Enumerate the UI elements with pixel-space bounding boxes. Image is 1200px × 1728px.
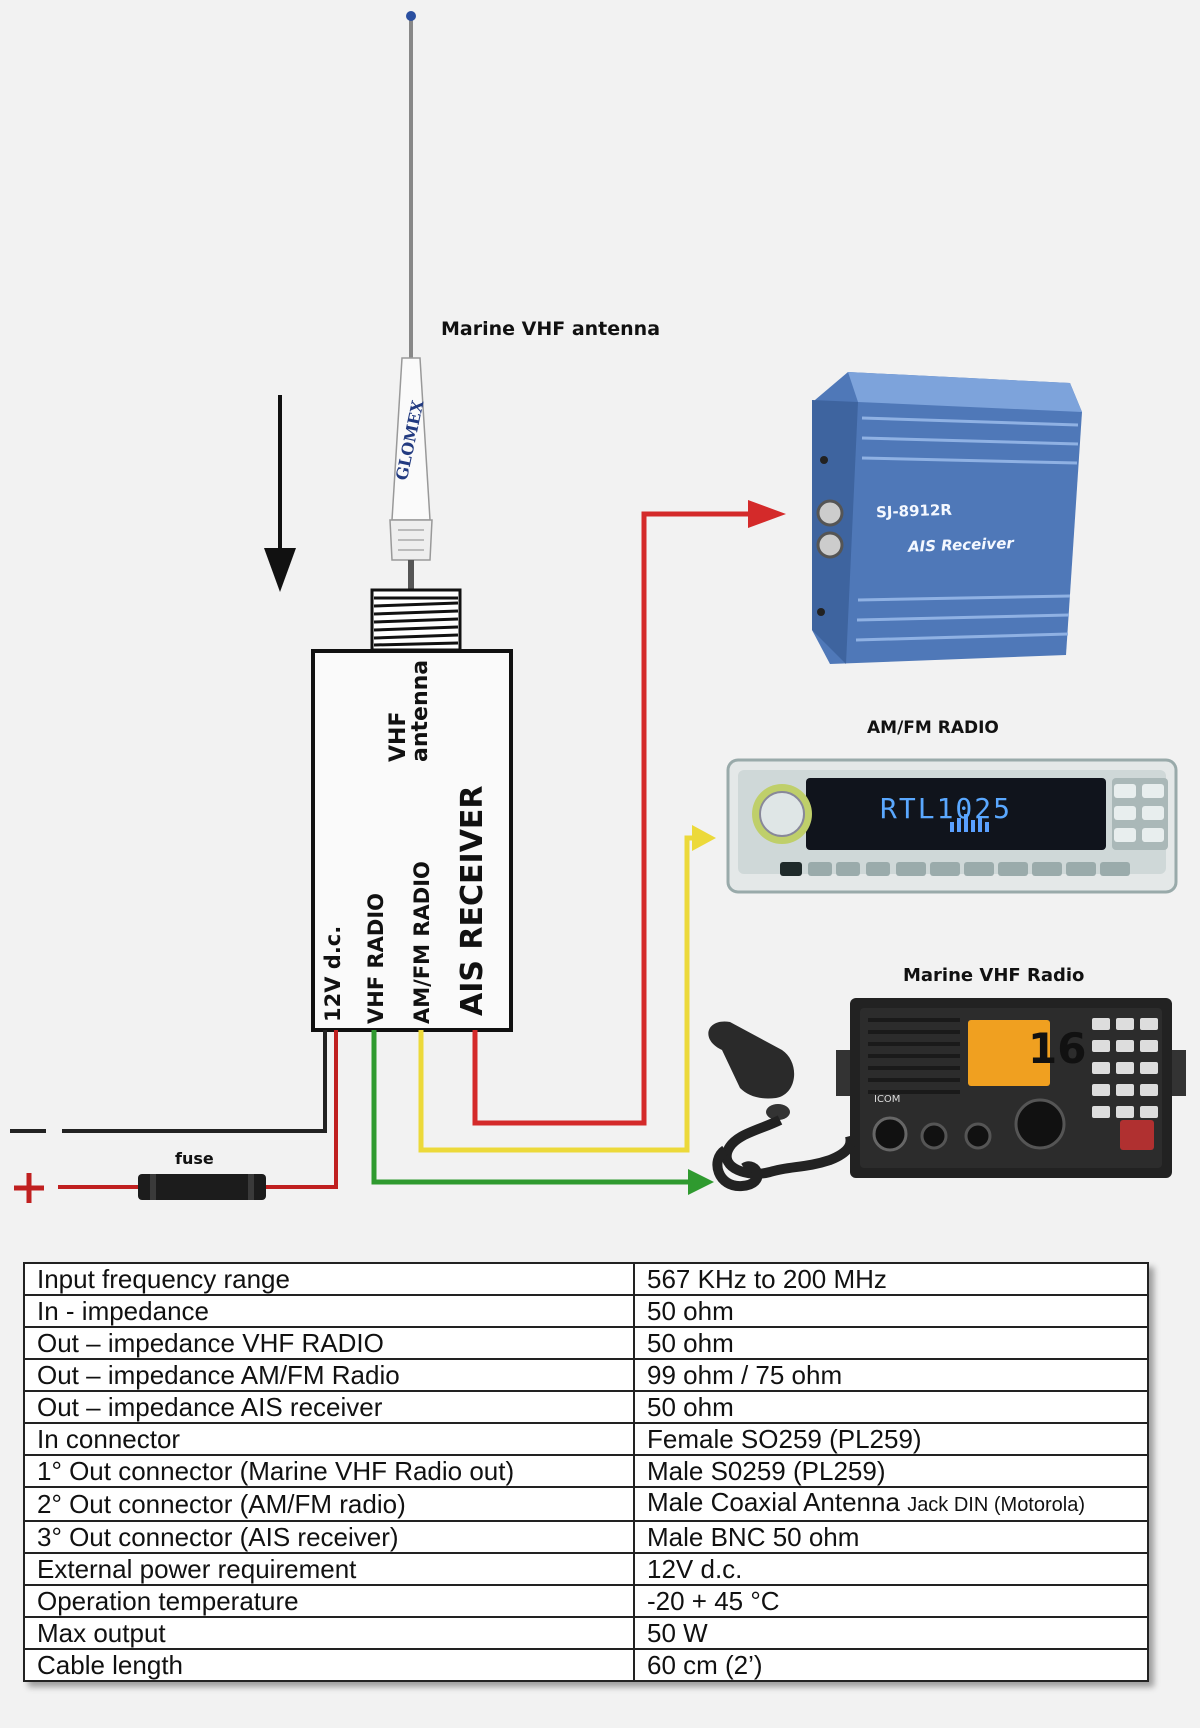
vhf-arrow [688, 1169, 714, 1195]
spec-value-text: Male BNC 50 ohm [647, 1521, 860, 1552]
spec-param: 3° Out connector (AIS receiver) [23, 1520, 635, 1554]
box-amfm-radio-label: AM/FM RADIO [410, 861, 434, 1024]
spec-value: Female SO259 (PL259) [633, 1422, 1149, 1456]
spec-value: 99 ohm / 75 ohm [633, 1358, 1149, 1392]
spec-value-text: 99 ohm / 75 ohm [647, 1359, 843, 1390]
spec-row: Max output 50 W [23, 1616, 1149, 1650]
spec-value: -20 + 45 °C [633, 1584, 1149, 1618]
spec-row: Out – impedance AM/FM Radio 99 ohm / 75 o… [23, 1358, 1149, 1392]
wiring-diagram [10, 11, 1186, 1203]
spec-value: 567 KHz to 200 MHz [633, 1262, 1149, 1296]
box-vhf-antenna-label: VHF antenna [386, 659, 433, 762]
spec-value-text: 60 cm (2’) [647, 1649, 763, 1680]
spec-value: 50 ohm [633, 1294, 1149, 1328]
spec-row: 2° Out connector (AM/FM radio)Male Coaxi… [23, 1486, 1149, 1522]
spec-value-text: 567 KHz to 200 MHz [647, 1263, 887, 1294]
spec-value: 50 W [633, 1616, 1149, 1650]
spec-value-text: 12V d.c. [647, 1553, 743, 1584]
ais-wire [472, 511, 752, 1126]
spec-param: In - impedance [23, 1294, 635, 1328]
spec-row: 3° Out connector (AIS receiver) Male BNC … [23, 1520, 1149, 1554]
fuse [138, 1174, 266, 1200]
spec-param: Cable length [23, 1648, 635, 1682]
antenna-label: Marine VHF antenna [441, 318, 661, 340]
ground-wire [62, 1030, 327, 1133]
box-power-label: 12V d.c. [321, 925, 345, 1022]
marine-vhf-radio-device [836, 998, 1186, 1178]
amfm-arrow [692, 825, 716, 851]
spec-value-text: 50 ohm [647, 1391, 734, 1422]
spec-row: Out – impedance AIS receiver 50 ohm [23, 1390, 1149, 1424]
ais-model-label: SJ-8912R [875, 500, 953, 522]
spec-value-text: 50 W [647, 1617, 708, 1648]
spec-value: Male Coaxial Antenna Jack DIN (Motorola) [633, 1486, 1149, 1522]
down-arrow-head [264, 548, 296, 592]
spec-param: 2° Out connector (AM/FM radio) [23, 1486, 635, 1522]
amfm-display-text: RTL1025 [880, 792, 1013, 825]
antenna-tip [406, 11, 416, 21]
handheld-microphone [708, 1021, 856, 1191]
power-wire [58, 1030, 338, 1189]
spec-value-note: Jack DIN (Motorola) [907, 1494, 1085, 1516]
spec-value: 12V d.c. [633, 1552, 1149, 1586]
spec-value-text: Female SO259 (PL259) [647, 1423, 922, 1454]
spec-param: Out – impedance AM/FM Radio [23, 1358, 635, 1392]
amfm-radio-title: AM/FM RADIO [867, 718, 999, 738]
spec-row: External power requirement 12V d.c. [23, 1552, 1149, 1586]
vhf-channel-display: 16 [1028, 1024, 1087, 1073]
spec-row: In - impedance 50 ohm [23, 1294, 1149, 1328]
spec-row: 1° Out connector (Marine VHF Radio out) M… [23, 1454, 1149, 1488]
spec-value-text: Male Coaxial Antenna [647, 1487, 900, 1517]
ais-name-label: AIS Receiver [907, 534, 1015, 556]
ais-arrow [748, 500, 786, 528]
spec-value-text: 50 ohm [647, 1295, 734, 1326]
spec-param: Operation temperature [23, 1584, 635, 1618]
spec-param: 1° Out connector (Marine VHF Radio out) [23, 1454, 635, 1488]
spec-param: In connector [23, 1422, 635, 1456]
spec-row: Cable length 60 cm (2’) [23, 1648, 1149, 1682]
spec-param: Input frequency range [23, 1262, 635, 1296]
box-vhf-radio-label: VHF RADIO [364, 892, 388, 1024]
spec-value-text: Male S0259 (PL259) [647, 1455, 886, 1486]
spec-value: Male S0259 (PL259) [633, 1454, 1149, 1488]
spec-value: Male BNC 50 ohm [633, 1520, 1149, 1554]
vhf-wire [371, 1030, 690, 1185]
box-ais-receiver-label: AIS RECEIVER [455, 785, 490, 1016]
spec-value: 50 ohm [633, 1390, 1149, 1424]
amfm-wire [418, 835, 696, 1153]
spec-value: 60 cm (2’) [633, 1648, 1149, 1682]
spec-param: External power requirement [23, 1552, 635, 1586]
spec-row: Operation temperature -20 + 45 °C [23, 1584, 1149, 1618]
spec-param: Max output [23, 1616, 635, 1650]
spec-param: Out – impedance AIS receiver [23, 1390, 635, 1424]
spec-row: Input frequency range 567 KHz to 200 MHz [23, 1262, 1149, 1296]
vhf-brand-label: ICOM [874, 1094, 901, 1105]
amfm-radio-device [726, 758, 1178, 894]
splitter-box [311, 649, 513, 1032]
spec-value: 50 ohm [633, 1326, 1149, 1360]
spec-param: Out – impedance VHF RADIO [23, 1326, 635, 1360]
spec-value-text: 50 ohm [647, 1327, 734, 1358]
ais-receiver-device [812, 372, 1082, 664]
fuse-label: fuse [175, 1149, 214, 1168]
spec-value-text: -20 + 45 °C [647, 1585, 780, 1616]
spec-row: Out – impedance VHF RADIO 50 ohm [23, 1326, 1149, 1360]
vhf-radio-title: Marine VHF Radio [903, 965, 1085, 986]
spec-row: In connector Female SO259 (PL259) [23, 1422, 1149, 1456]
